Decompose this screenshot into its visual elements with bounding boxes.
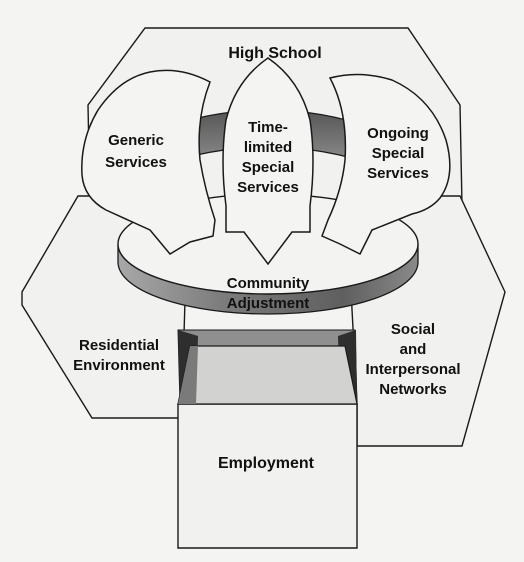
svg-text:Adjustment: Adjustment (227, 295, 310, 312)
svg-text:Services: Services (105, 154, 167, 171)
svg-text:Services: Services (237, 179, 299, 196)
time-limited-services-arrow (222, 57, 314, 266)
generic-services-label: Generic Services (105, 132, 167, 171)
svg-text:Special: Special (242, 159, 295, 176)
social-networks-label: Social and Interpersonal Networks (365, 321, 460, 398)
svg-text:Services: Services (367, 165, 429, 182)
svg-text:Environment: Environment (73, 357, 165, 374)
time-limited-services-label: Time- limited Special Services (237, 119, 299, 196)
ongoing-services-label: Ongoing Special Services (367, 125, 429, 182)
high-school-label: High School (228, 45, 321, 62)
svg-text:Generic: Generic (108, 132, 164, 149)
svg-text:Ongoing: Ongoing (367, 125, 429, 142)
svg-text:Community: Community (227, 275, 310, 292)
svg-text:Residential: Residential (79, 337, 159, 354)
ongoing-services-arrow (321, 73, 451, 256)
employment-label: Employment (218, 455, 315, 472)
svg-text:limited: limited (244, 139, 292, 156)
svg-text:and: and (400, 341, 427, 358)
svg-text:Special: Special (372, 145, 425, 162)
employment-block (177, 345, 358, 549)
svg-text:Interpersonal: Interpersonal (365, 361, 460, 378)
svg-text:Time-: Time- (248, 119, 288, 136)
generic-services-arrow (81, 69, 216, 255)
community-adjustment-label: Community Adjustment (227, 275, 310, 312)
svg-text:Social: Social (391, 321, 435, 338)
residential-environment-label: Residential Environment (73, 337, 165, 374)
svg-text:Networks: Networks (379, 381, 447, 398)
